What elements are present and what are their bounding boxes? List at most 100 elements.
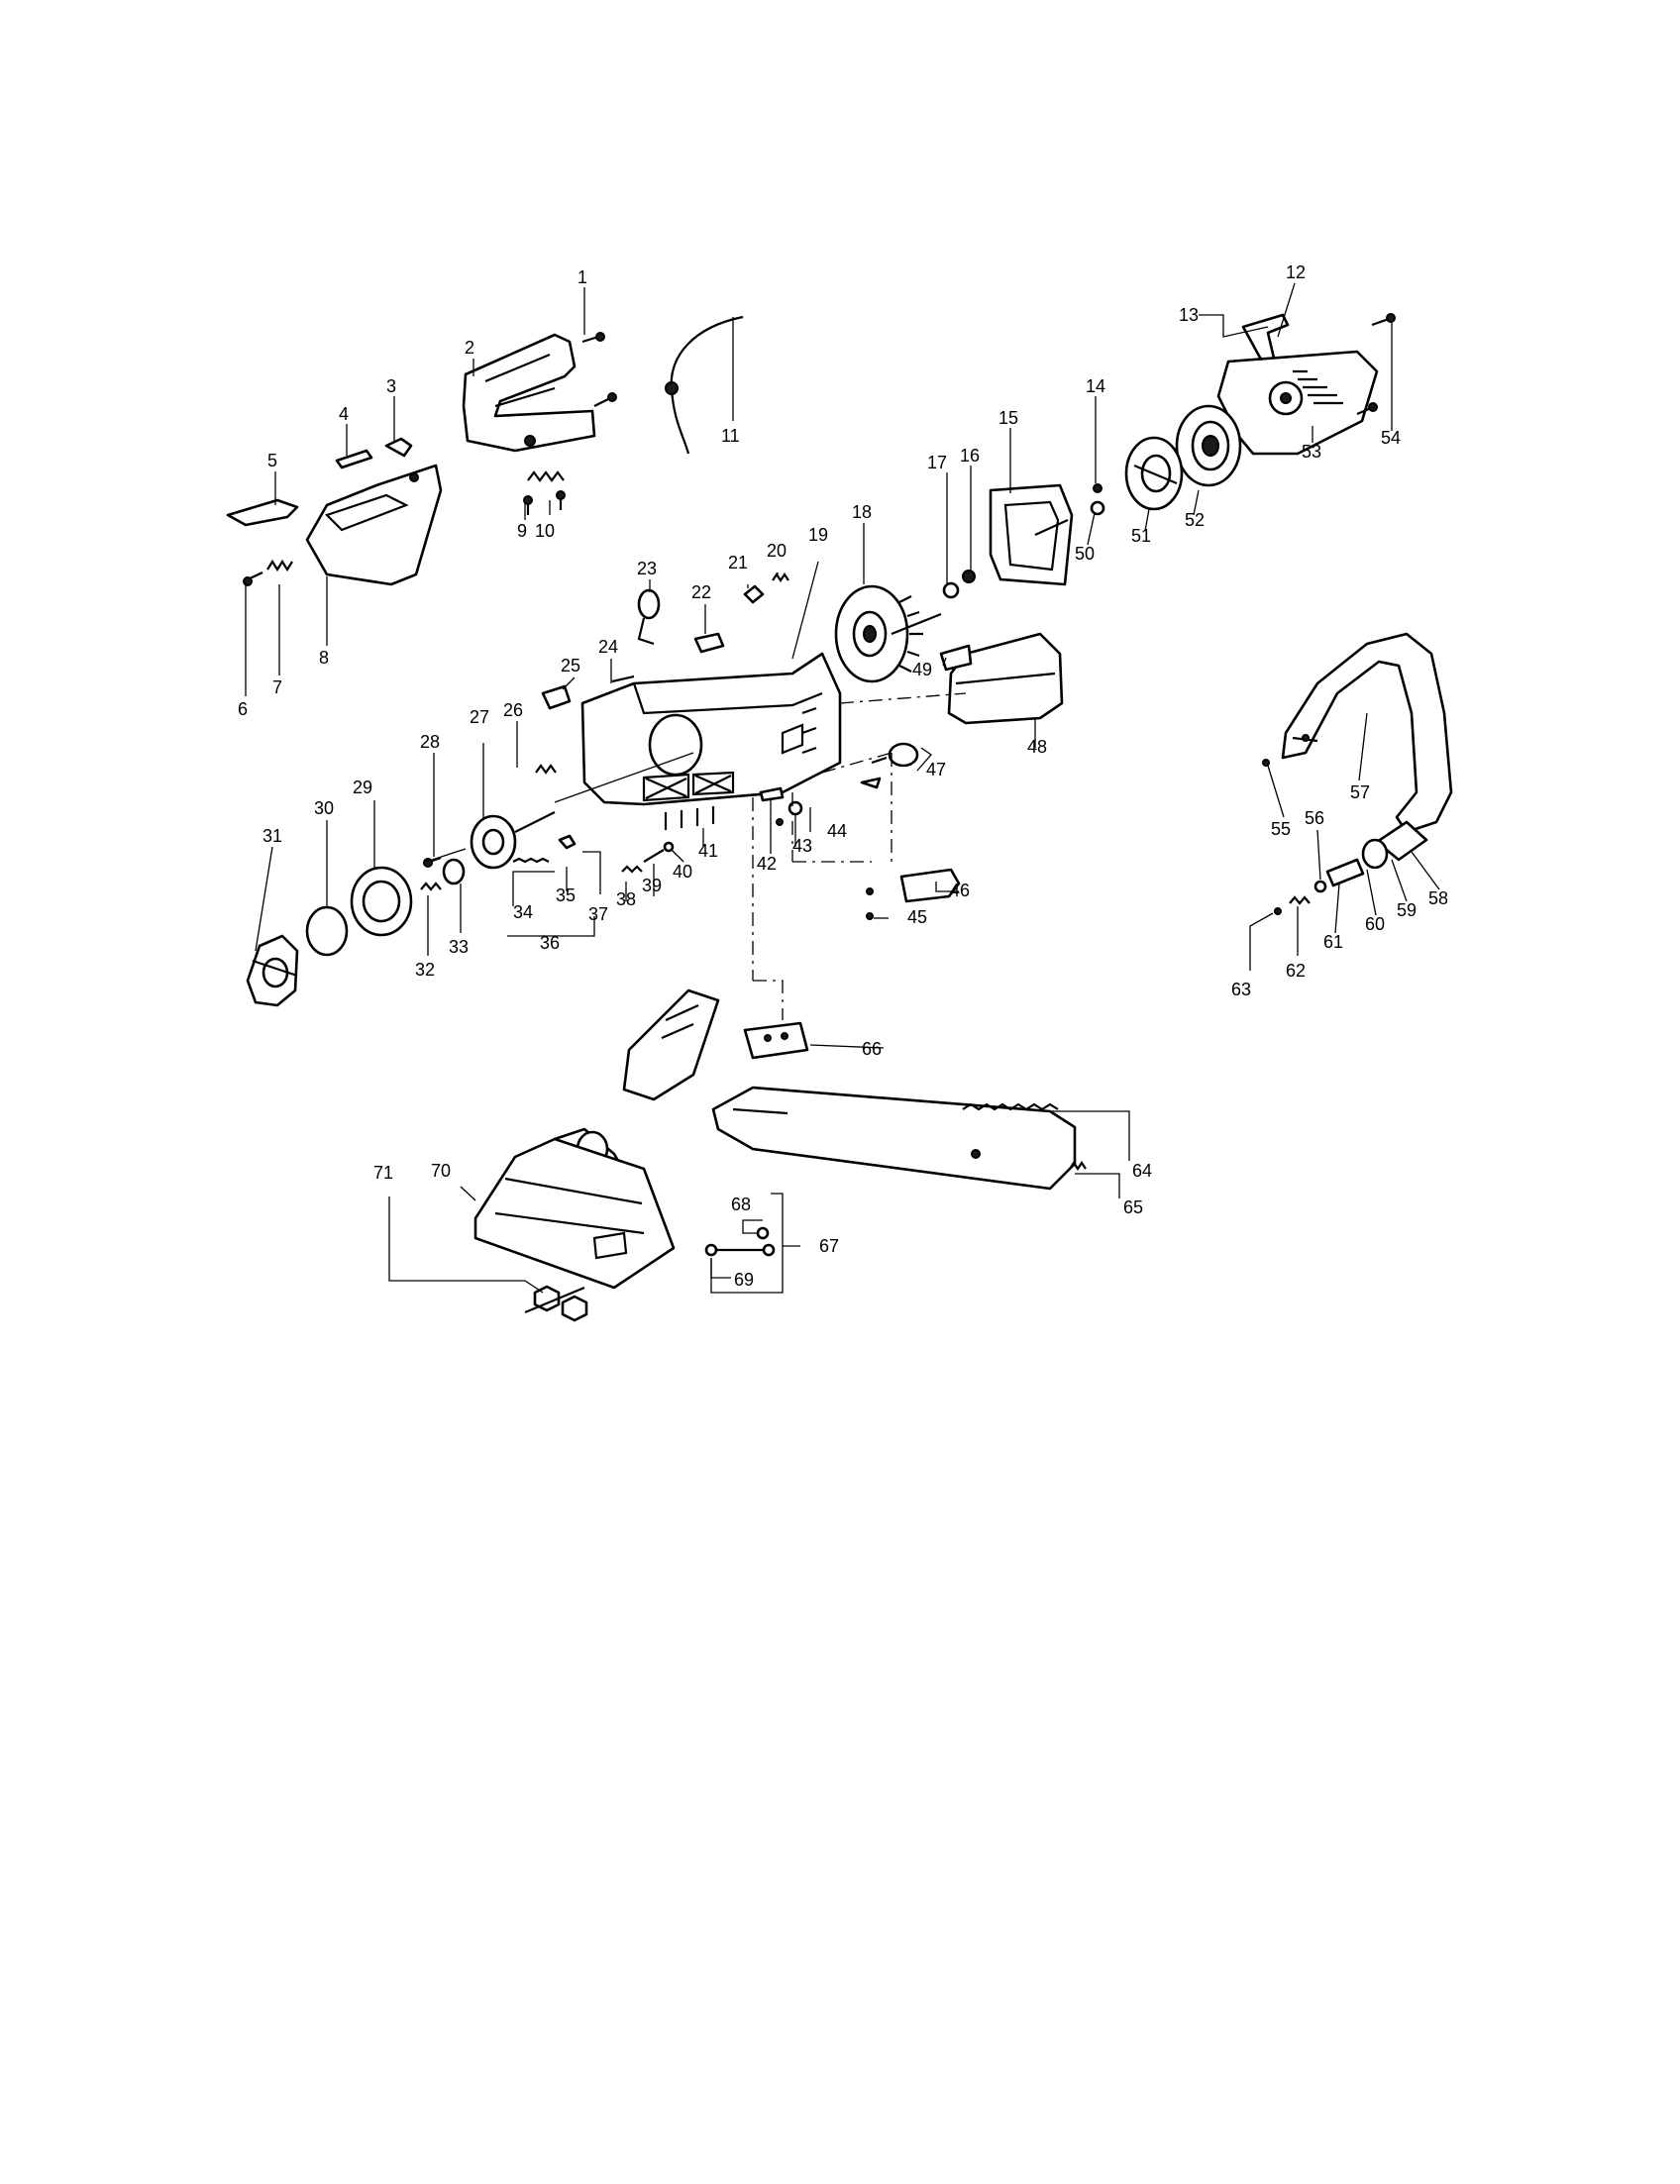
callout-38: 38: [616, 889, 636, 909]
callout-71: 71: [373, 1163, 393, 1183]
callout-11: 11: [721, 426, 740, 446]
callout-63: 63: [1231, 980, 1251, 999]
engine-housing: [580, 652, 842, 806]
callout-30: 30: [314, 798, 334, 818]
rear-handle: [462, 333, 596, 453]
callout-labels: 1 2 3 4 5 6 7 8 9 10 11 12 13 14 15 16 1…: [238, 262, 1448, 1290]
callout-35: 35: [556, 885, 576, 905]
callout-34: 34: [513, 902, 533, 922]
leader-lines: [245, 282, 1440, 1294]
air-filter-cover: [939, 632, 1064, 725]
callout-14: 14: [1086, 376, 1105, 396]
callout-15: 15: [998, 408, 1018, 428]
callout-49: 49: [912, 660, 932, 679]
callout-54: 54: [1381, 428, 1401, 448]
callout-70: 70: [431, 1161, 451, 1181]
callout-1: 1: [578, 267, 587, 287]
callout-67: 67: [819, 1236, 839, 1256]
callout-61: 61: [1323, 932, 1343, 952]
flywheel: [834, 584, 942, 683]
assembly-lines: [425, 692, 967, 1020]
callout-7: 7: [272, 677, 282, 697]
oil-pump-parts: [621, 841, 675, 874]
callout-13: 13: [1179, 305, 1199, 325]
callout-5: 5: [267, 451, 277, 470]
callout-23: 23: [637, 559, 657, 578]
callout-19: 19: [808, 525, 828, 545]
callout-42: 42: [757, 854, 777, 874]
primer-bulb: [860, 742, 919, 789]
chain-cover: [473, 988, 720, 1290]
callout-10: 10: [535, 521, 555, 541]
callout-37: 37: [588, 904, 608, 924]
sprocket-plate: [246, 934, 299, 1007]
screw-spring-6-7: [243, 559, 293, 586]
callout-18: 18: [852, 502, 872, 522]
callout-33: 33: [449, 937, 469, 957]
pulley-screw-washer: [1090, 483, 1105, 516]
callout-8: 8: [319, 648, 329, 668]
chain-links: [704, 1226, 776, 1257]
clutch-disc: [305, 905, 349, 957]
callout-47: 47: [926, 760, 946, 780]
callout-43: 43: [792, 836, 812, 856]
callout-25: 25: [561, 656, 580, 676]
handle-cover: [305, 464, 443, 586]
bar-nuts: [524, 1285, 588, 1322]
callout-22: 22: [691, 582, 711, 602]
callout-60: 60: [1365, 914, 1385, 934]
callout-46: 46: [950, 881, 970, 900]
callout-58: 58: [1428, 888, 1448, 908]
callout-17: 17: [927, 453, 947, 472]
callout-40: 40: [673, 862, 692, 882]
callout-20: 20: [767, 541, 787, 561]
callout-3: 3: [386, 376, 396, 396]
callout-21: 21: [728, 553, 748, 572]
rewind-spring: [1175, 404, 1242, 487]
callout-69: 69: [734, 1270, 754, 1290]
guide-bar: [711, 1086, 1077, 1191]
callout-66: 66: [862, 1039, 882, 1059]
callout-50: 50: [1075, 544, 1095, 564]
bar-plate: [743, 1021, 809, 1060]
callout-64: 64: [1132, 1161, 1152, 1181]
callout-39: 39: [642, 876, 662, 895]
engine-top-parts: [541, 572, 789, 710]
callout-4: 4: [339, 404, 349, 424]
throttle-cable: [665, 315, 744, 455]
fan-cover: [989, 483, 1074, 586]
callout-52: 52: [1185, 510, 1205, 530]
callout-57: 57: [1350, 782, 1370, 802]
clutch-drum: [350, 866, 413, 937]
nut-washer: [942, 570, 976, 599]
callout-68: 68: [731, 1195, 751, 1214]
callout-12: 12: [1286, 262, 1306, 282]
callout-29: 29: [353, 778, 372, 797]
trigger-spring: [523, 470, 566, 515]
handle-screws: [581, 332, 617, 407]
housing-screws: [1356, 313, 1396, 416]
callout-41: 41: [698, 841, 718, 861]
callout-26: 26: [503, 700, 523, 720]
front-handle-hardware: [1262, 759, 1428, 915]
callout-51: 51: [1131, 526, 1151, 546]
callout-53: 53: [1302, 442, 1321, 462]
callout-2: 2: [465, 338, 474, 358]
callout-44: 44: [827, 821, 847, 841]
pulley: [1124, 436, 1184, 511]
muffler-shield: [866, 868, 961, 920]
bearing-washer: [420, 858, 466, 891]
callout-55: 55: [1271, 819, 1291, 839]
callout-45: 45: [907, 907, 927, 927]
callout-9: 9: [517, 521, 527, 541]
pin-spring-clip: [512, 834, 577, 864]
callout-31: 31: [262, 826, 282, 846]
part-drawings: [226, 313, 1453, 1322]
callout-16: 16: [960, 446, 980, 466]
callout-65: 65: [1123, 1197, 1143, 1217]
callout-56: 56: [1305, 808, 1324, 828]
throttle-levers: [226, 437, 413, 527]
callout-48: 48: [1027, 737, 1047, 757]
